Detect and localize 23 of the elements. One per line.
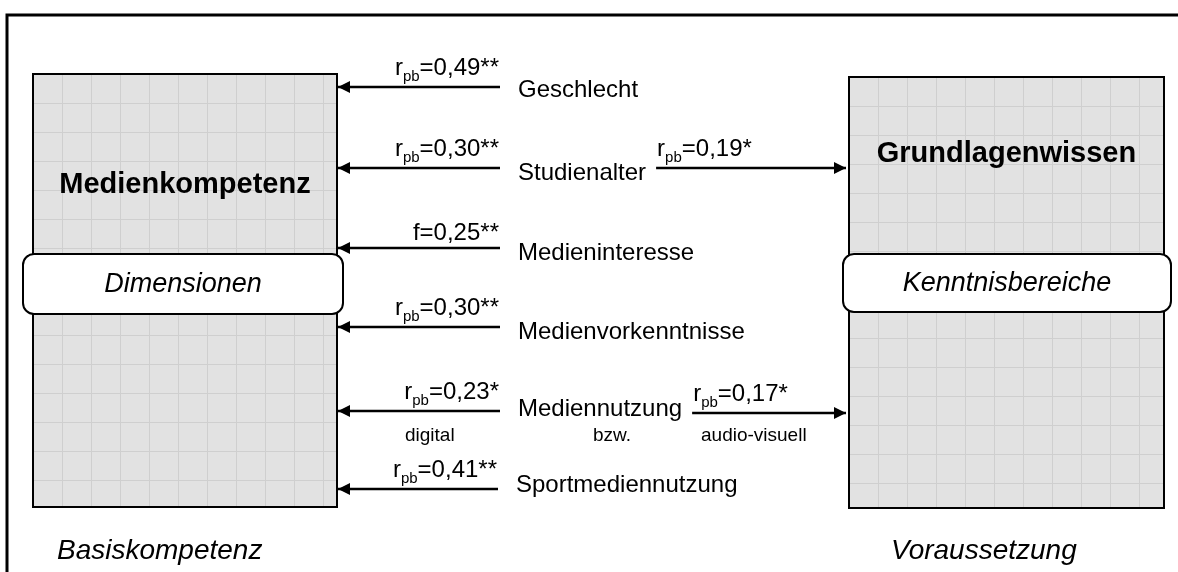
arrow [338, 242, 500, 254]
variable-label: Medieninteresse [518, 238, 695, 266]
arrow [338, 405, 500, 417]
box-label: Dimensionen [104, 268, 262, 300]
box-caption: Voraussetzung [891, 534, 1077, 567]
note-label: audio-visuell [701, 424, 807, 446]
arrow [692, 407, 846, 419]
arrow [338, 81, 500, 93]
note-label: digital [405, 424, 455, 446]
variable-label: Mediennutzung [518, 394, 683, 422]
arrow [338, 162, 500, 174]
box-label: Kenntnisbereiche [902, 267, 1112, 299]
box-caption: Basiskompetenz [57, 534, 263, 567]
arrow [338, 483, 498, 495]
variable-label: Sportmediennutzung [516, 470, 738, 498]
variable-label: Geschlecht [518, 75, 639, 103]
variable-label: Medienvorkenntnisse [518, 317, 745, 345]
box-title: Grundlagenwissen [875, 136, 1138, 170]
note-label: bzw. [593, 424, 632, 446]
box-title: Medienkompetenz [58, 167, 312, 201]
variable-label: Studienalter [518, 158, 647, 186]
arrow [338, 321, 500, 333]
arrow [656, 162, 846, 174]
